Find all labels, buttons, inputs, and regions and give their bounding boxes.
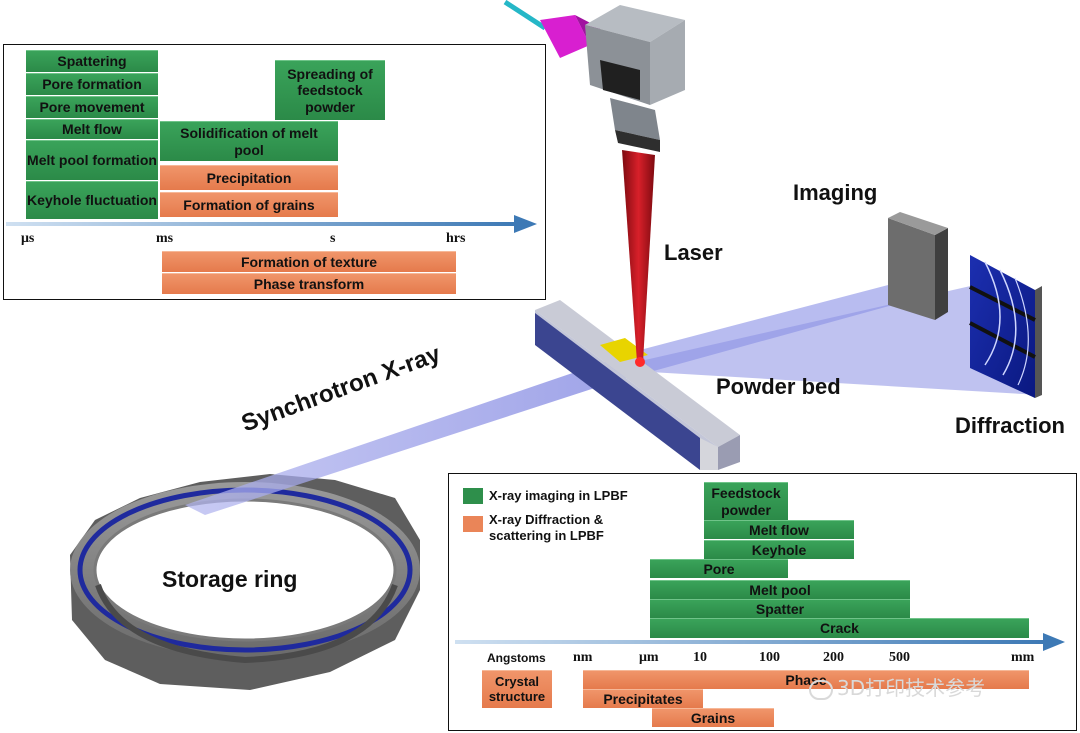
- bar-grains: Grains: [652, 708, 774, 727]
- storage-ring-graphic: [70, 474, 420, 690]
- wechat-icon: [809, 679, 833, 700]
- time-tick-s: s: [330, 231, 336, 246]
- bar-phase-transform: Phase transform: [162, 273, 456, 294]
- legend-label-imaging: X-ray imaging in LPBF: [489, 488, 628, 503]
- length-tick-um: μm: [639, 650, 659, 665]
- bar-melt-flow-length: Melt flow: [704, 520, 854, 539]
- bar-spreading-feedstock: Spreading of feedstock powder: [275, 60, 385, 120]
- length-tick-nm: nm: [573, 650, 593, 665]
- bar-keyhole-fluctuation: Keyhole fluctuation: [26, 181, 158, 219]
- bar-precipitation: Precipitation: [160, 165, 338, 190]
- length-tick-10: 10: [693, 650, 707, 665]
- xray-beam: [185, 350, 650, 515]
- bar-spatter: Spatter: [650, 599, 910, 618]
- bar-precipitates: Precipitates: [583, 689, 703, 708]
- time-tick-us: μs: [21, 231, 35, 246]
- length-tick-200: 200: [823, 650, 844, 665]
- length-tick-500: 500: [889, 650, 910, 665]
- bar-feedstock-powder: Feedstock powder: [704, 482, 788, 520]
- bar-solidification-melt-pool: Solidification of melt pool: [160, 121, 338, 161]
- bar-melt-pool-formation: Melt pool formation: [26, 140, 158, 180]
- laser-head-graphic: [503, 0, 685, 367]
- legend-label-diffraction: X-ray Diffraction & scattering in LPBF: [489, 512, 604, 543]
- time-tick-hrs: hrs: [446, 231, 466, 246]
- time-axis-arrow: [6, 215, 537, 233]
- powder-bed-graphic: [535, 300, 740, 470]
- bar-formation-of-texture: Formation of texture: [162, 251, 456, 272]
- diffraction-detector-graphic: [969, 255, 1042, 398]
- watermark-text: 3D打印技术参考: [837, 676, 986, 700]
- bar-melt-pool: Melt pool: [650, 580, 910, 599]
- bar-melt-flow: Melt flow: [26, 119, 158, 139]
- bar-pore: Pore: [650, 559, 788, 578]
- length-axis-arrow: [455, 633, 1065, 651]
- storage-ring-label: Storage ring: [162, 566, 298, 592]
- bar-pore-formation: Pore formation: [26, 73, 158, 95]
- powder-bed-label: Powder bed: [716, 374, 841, 399]
- laser-label: Laser: [664, 240, 723, 265]
- diffraction-label: Diffraction: [955, 413, 1065, 438]
- length-tick-100: 100: [759, 650, 780, 665]
- time-scale-panel: μs ms s hrs Spattering Pore formation Po…: [3, 44, 546, 300]
- time-tick-ms: ms: [156, 231, 174, 246]
- bar-keyhole: Keyhole: [704, 540, 854, 559]
- legend-swatch-diffraction: [463, 516, 483, 532]
- length-tick-angstroms: Angstoms: [487, 651, 546, 665]
- watermark: 3D打印技术参考: [809, 672, 985, 701]
- length-tick-mm: mm: [1011, 650, 1035, 665]
- bar-crack: Crack: [650, 618, 1029, 638]
- imaging-label: Imaging: [793, 180, 878, 205]
- imaging-detector-graphic: [888, 212, 948, 320]
- bar-spattering: Spattering: [26, 50, 158, 72]
- bar-crystal-structure: Crystal structure: [482, 670, 552, 708]
- bar-formation-of-grains: Formation of grains: [160, 192, 338, 217]
- bar-pore-movement: Pore movement: [26, 96, 158, 118]
- length-scale-panel: X-ray imaging in LPBF X-ray Diffraction …: [448, 473, 1077, 731]
- legend-swatch-imaging: [463, 488, 483, 504]
